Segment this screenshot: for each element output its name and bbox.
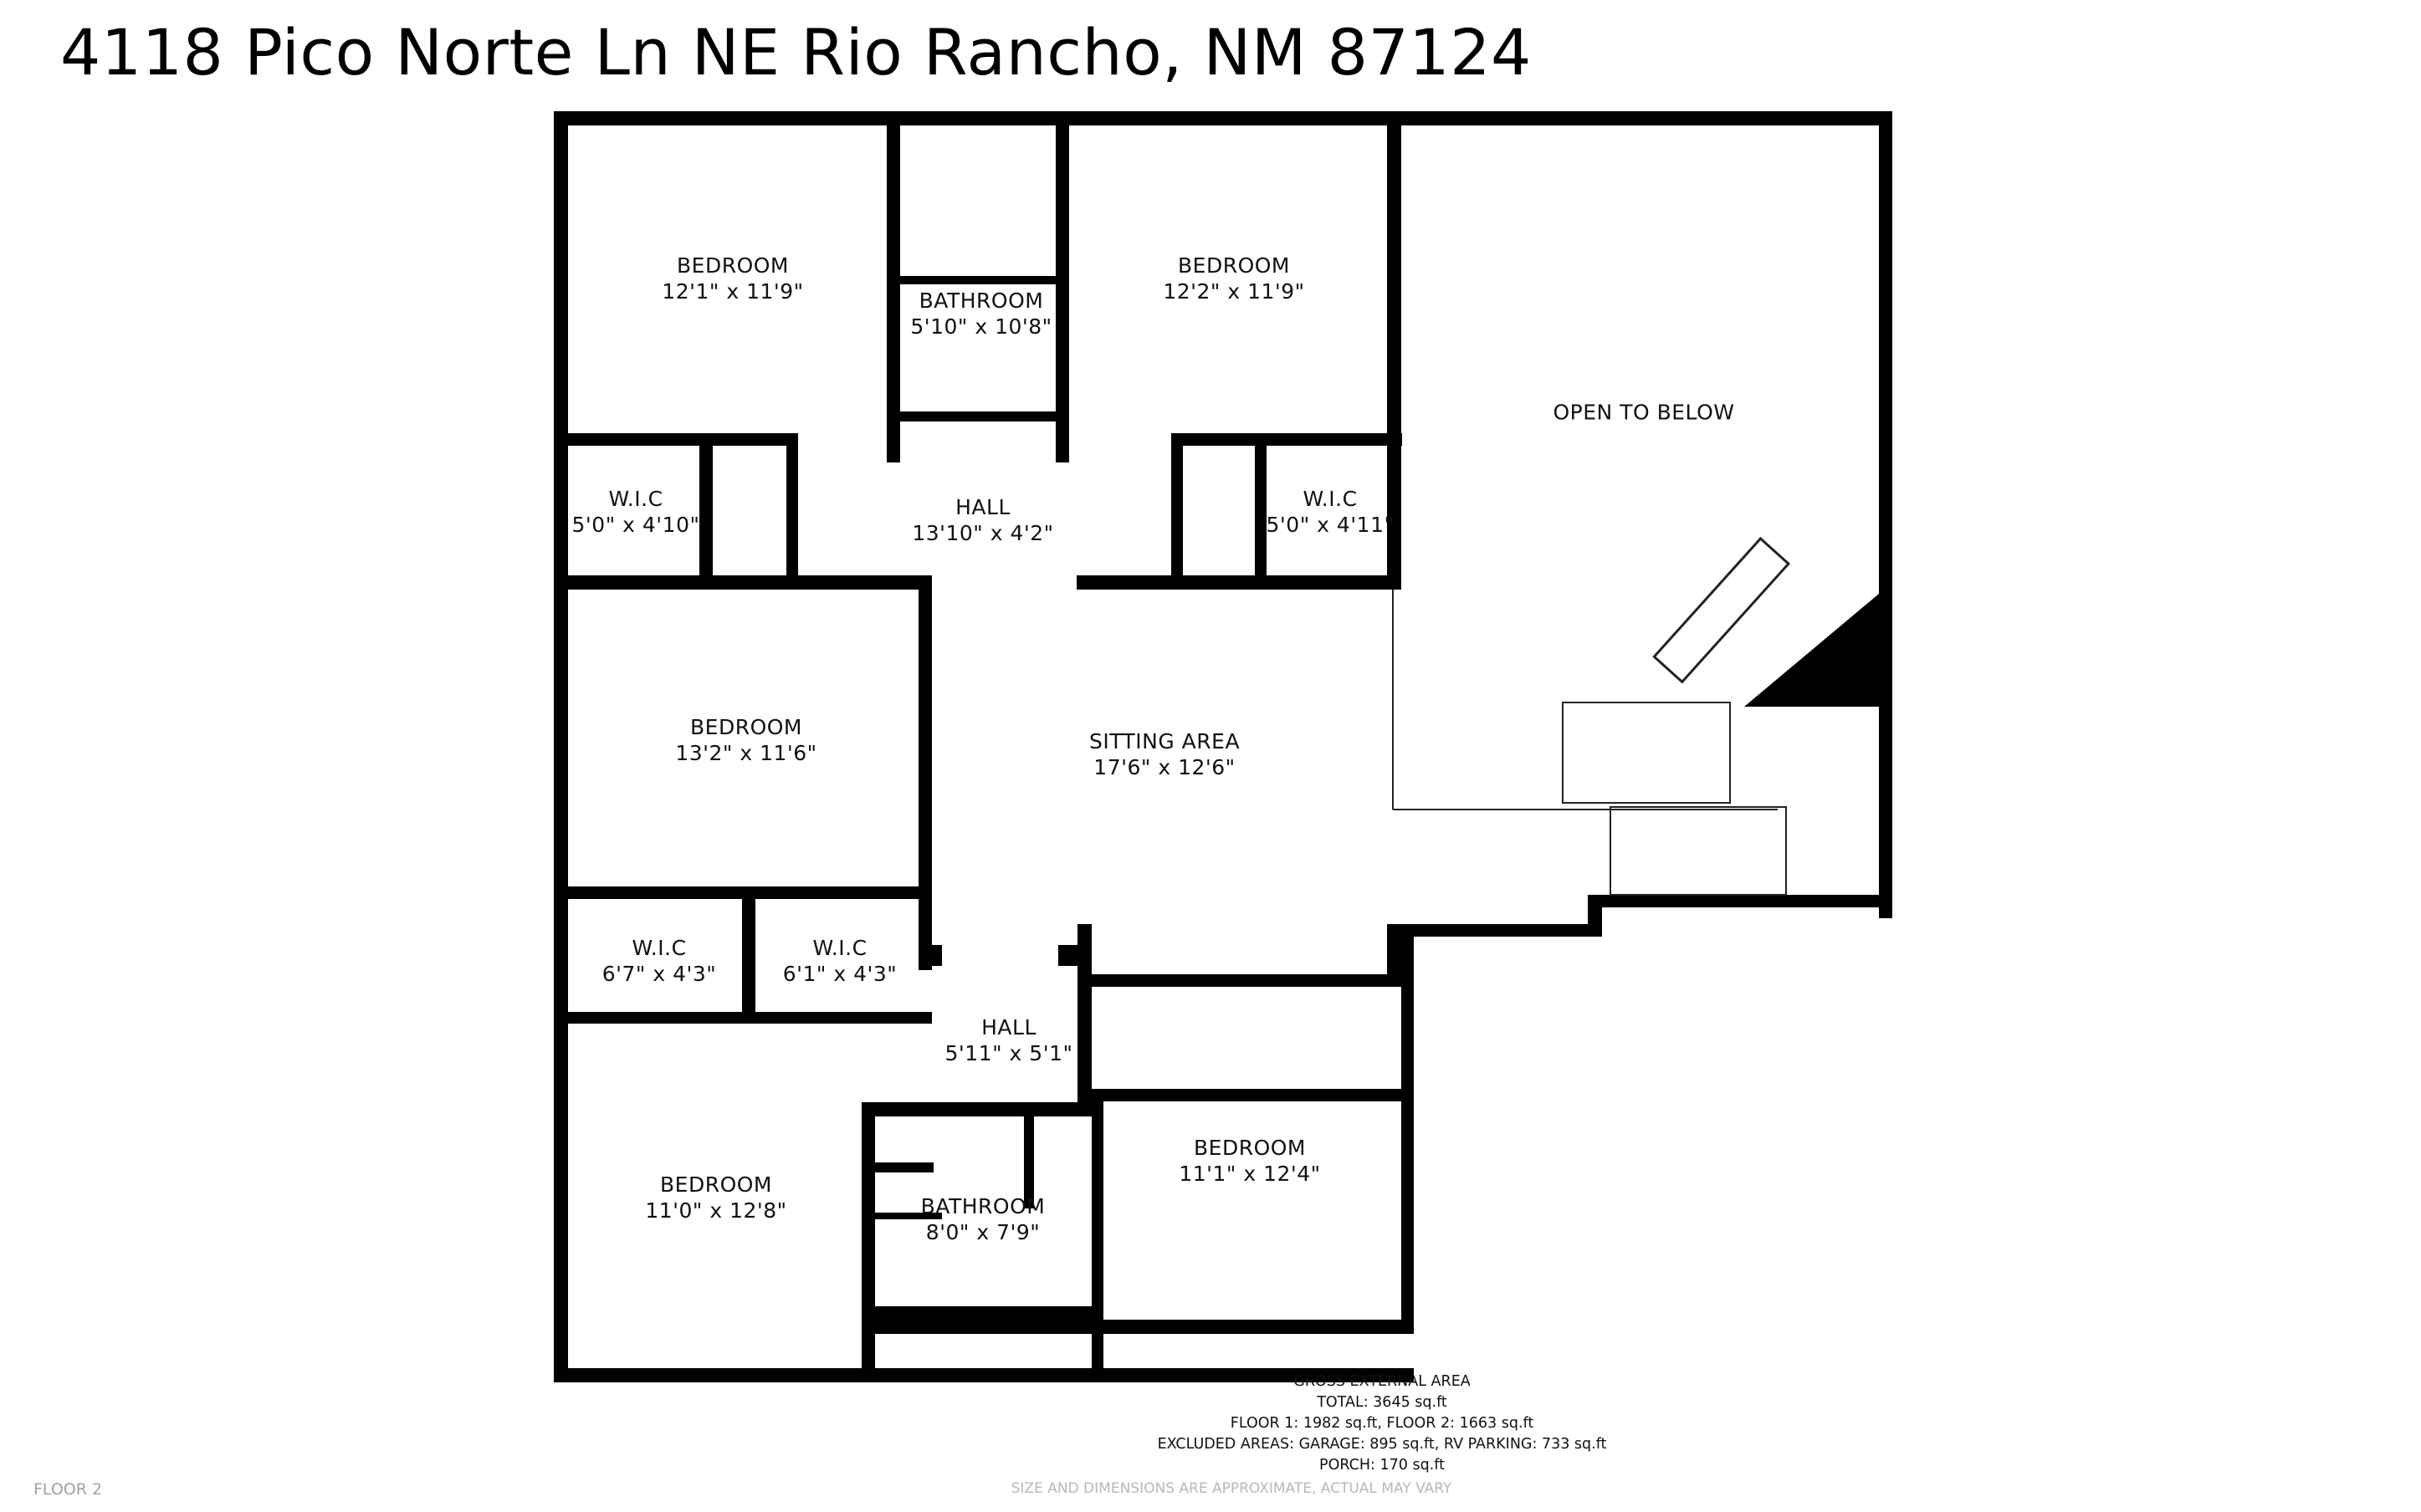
area-porch: PORCH: 170 sq.ft bbox=[1319, 1457, 1445, 1474]
area-summary: GROSS EXTERNAL AREA TOTAL: 3645 sq.ft FL… bbox=[1156, 1372, 1608, 1476]
staircase bbox=[1392, 590, 1787, 896]
area-excluded: EXCLUDED AREAS: GARAGE: 895 sq.ft, RV PA… bbox=[1157, 1436, 1607, 1453]
stair-void bbox=[1744, 594, 1879, 707]
area-floors: FLOOR 1: 1982 sq.ft, FLOOR 2: 1663 sq.ft bbox=[1230, 1415, 1534, 1432]
floor-label: FLOOR 2 bbox=[33, 1480, 103, 1499]
walls bbox=[554, 111, 1892, 1382]
area-total: TOTAL: 3645 sq.ft bbox=[1317, 1394, 1447, 1411]
area-heading: GROSS EXTERNAL AREA bbox=[1293, 1373, 1471, 1390]
room-label-open-to-below: OPEN TO BELOW bbox=[1553, 400, 1735, 425]
disclaimer: SIZE AND DIMENSIONS ARE APPROXIMATE, ACT… bbox=[1011, 1480, 1452, 1497]
page-title: 4118 Pico Norte Ln NE Rio Rancho, NM 871… bbox=[60, 15, 1532, 89]
